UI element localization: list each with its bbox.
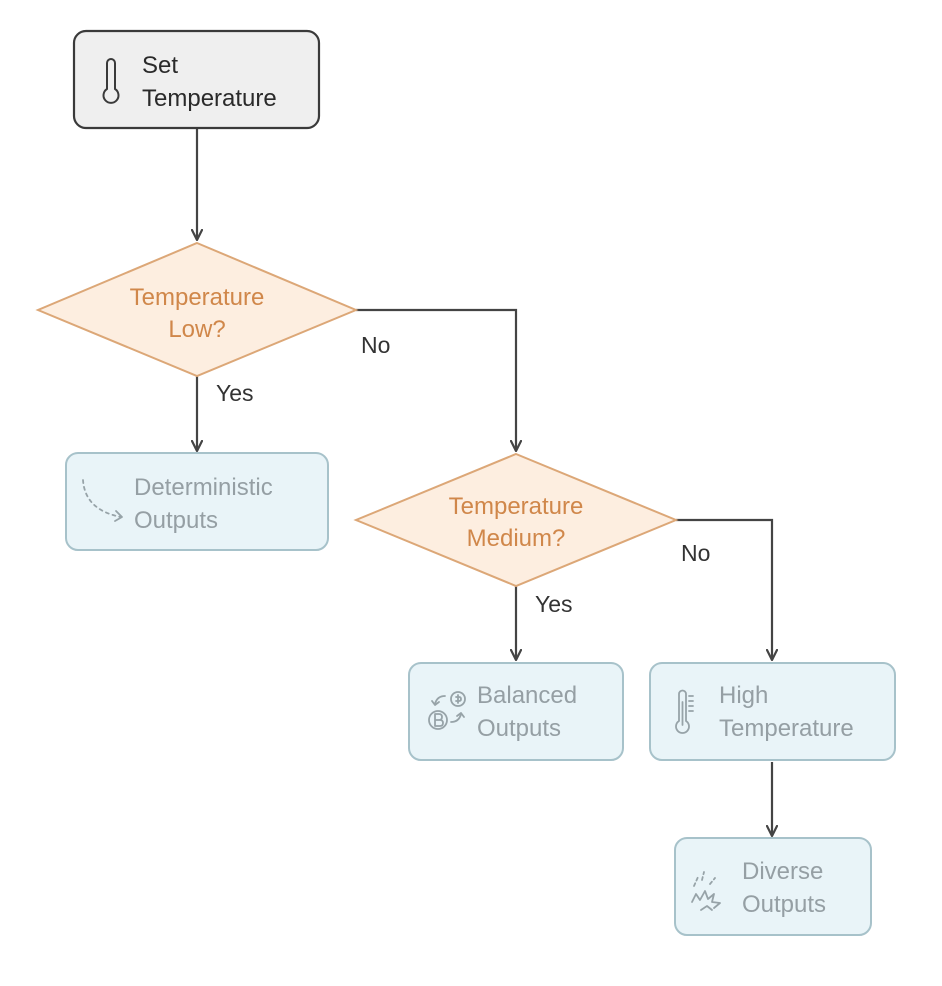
thermometer-icon bbox=[102, 58, 120, 104]
diverse-outputs-node: Diverse Outputs bbox=[674, 837, 872, 936]
edge-label-medium-no: No bbox=[681, 540, 710, 566]
deterministic-outputs-node: Deterministic Outputs bbox=[65, 452, 329, 551]
curved-arrow-icon bbox=[82, 479, 123, 522]
start-node-line1: Set bbox=[142, 52, 178, 79]
thermometer-high-icon bbox=[675, 689, 694, 734]
balanced-outputs-node: Balanced Outputs bbox=[408, 662, 624, 761]
edges bbox=[197, 128, 772, 836]
start-node-line2: Temperature bbox=[142, 85, 277, 112]
decision-low-line2: Low? bbox=[168, 316, 225, 343]
deterministic-line2: Outputs bbox=[134, 507, 218, 534]
diverse-line2: Outputs bbox=[742, 891, 826, 918]
decision-medium-node: Temperature Medium? bbox=[353, 452, 679, 588]
coin-exchange-icon bbox=[428, 691, 466, 730]
edge-low-no bbox=[356, 308, 516, 451]
decision-low-line1: Temperature bbox=[130, 284, 265, 311]
edge-label-low-no: No bbox=[361, 332, 390, 358]
edge-label-medium-yes: Yes bbox=[535, 591, 573, 617]
balanced-line2: Outputs bbox=[477, 715, 561, 742]
high-temperature-node: High Temperature bbox=[649, 662, 896, 761]
start-node: Set Temperature bbox=[72, 29, 321, 130]
deterministic-line1: Deterministic bbox=[134, 474, 273, 501]
decision-medium-line2: Medium? bbox=[467, 525, 566, 552]
balanced-line1: Balanced bbox=[477, 682, 577, 709]
edge-medium-no bbox=[676, 518, 772, 660]
burst-icon bbox=[691, 871, 721, 911]
high-line1: High bbox=[719, 682, 768, 709]
decision-low-node: Temperature Low? bbox=[35, 241, 359, 378]
edge-label-low-yes: Yes bbox=[216, 380, 254, 406]
high-line2: Temperature bbox=[719, 715, 854, 742]
diverse-line1: Diverse bbox=[742, 858, 823, 885]
decision-medium-line1: Temperature bbox=[449, 493, 584, 520]
